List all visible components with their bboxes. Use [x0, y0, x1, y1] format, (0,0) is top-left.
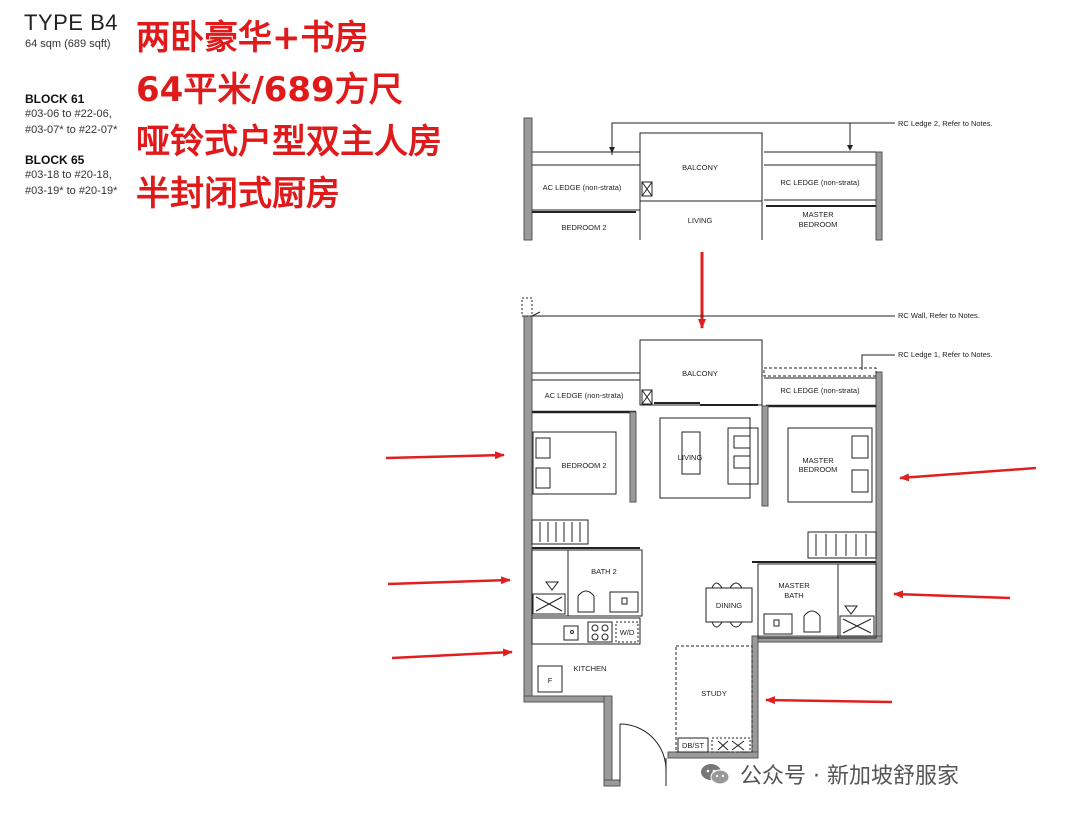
top-bedroom2-label: BEDROOM 2 — [561, 223, 606, 232]
watermark-text: 公众号 · 新加坡舒服家 — [740, 764, 959, 789]
block-name: BLOCK 65 — [25, 153, 85, 167]
top-balcony-label: BALCONY — [682, 163, 718, 172]
top-master-label: MASTER — [802, 210, 834, 219]
arrow-master-bath — [893, 590, 1011, 600]
unit-area: 64 sqm (689 sqft) — [25, 38, 111, 50]
block-name: BLOCK 61 — [25, 92, 85, 106]
block-units: #03-06 to #22-06, — [25, 108, 112, 120]
top-living-label: LIVING — [688, 216, 713, 225]
block-units: #03-18 to #20-18, — [25, 169, 112, 181]
dining-label: DINING — [716, 601, 742, 610]
headline-kitchen: 半封闭式厨房 — [136, 174, 340, 214]
db-st-label: DB/ST — [682, 741, 705, 750]
block-65: BLOCK 65 #03-18 to #20-18, #03-19* to #2… — [25, 153, 117, 199]
top-ac-ledge-label: AC LEDGE (non-strata) — [543, 183, 622, 192]
watermark: 公众号 · 新加坡舒服家 — [700, 758, 959, 790]
headline-layout: 两卧豪华+书房 — [136, 18, 369, 58]
arrow-bath2 — [387, 576, 511, 586]
bath2-label: BATH 2 — [591, 567, 617, 576]
fridge-label: F — [548, 676, 553, 685]
top-bedroom-label: BEDROOM — [799, 220, 838, 229]
type-title: TYPE B4 — [24, 10, 118, 35]
rc-ledge1-note: RC Ledge 1, Refer to Notes. — [898, 350, 993, 359]
living-label: LIVING — [678, 453, 703, 462]
headline-dumbbell: 哑铃式户型双主人房 — [136, 122, 442, 162]
master-bedroom-label-1: MASTER — [802, 456, 834, 465]
wd-label: W/D — [620, 628, 635, 637]
top-rc-ledge-label: RC LEDGE (non-strata) — [780, 178, 860, 187]
rc-wall-note: RC Wall, Refer to Notes. — [898, 311, 980, 320]
ac-ledge-label: AC LEDGE (non-strata) — [545, 391, 624, 400]
arrow-study — [765, 696, 893, 705]
rc-ledge2-note: RC Ledge 2, Refer to Notes. — [898, 119, 993, 128]
master-bath-label-2: BATH — [784, 591, 803, 600]
block-units: #03-07* to #22-07* — [25, 124, 118, 136]
master-bedroom-label-2: BEDROOM — [799, 465, 838, 474]
top-plan — [523, 117, 895, 241]
arrow-master-bedroom — [899, 466, 1037, 482]
kitchen-label: KITCHEN — [574, 664, 607, 673]
arrow-bedroom2 — [385, 451, 505, 460]
master-bath-label-1: MASTER — [778, 581, 810, 590]
block-61: BLOCK 61 #03-06 to #22-06, #03-07* to #2… — [25, 92, 117, 138]
main-plan — [521, 297, 895, 787]
wechat-icon — [701, 764, 730, 785]
study-label: STUDY — [701, 689, 726, 698]
balcony-label: BALCONY — [682, 369, 718, 378]
block-units: #03-19* to #20-19* — [25, 185, 118, 197]
rc-ledge-label: RC LEDGE (non-strata) — [780, 386, 860, 395]
arrow-kitchen — [391, 648, 513, 660]
bedroom2-label: BEDROOM 2 — [561, 461, 606, 470]
headline-area: 64平米/689方尺 — [136, 70, 403, 110]
